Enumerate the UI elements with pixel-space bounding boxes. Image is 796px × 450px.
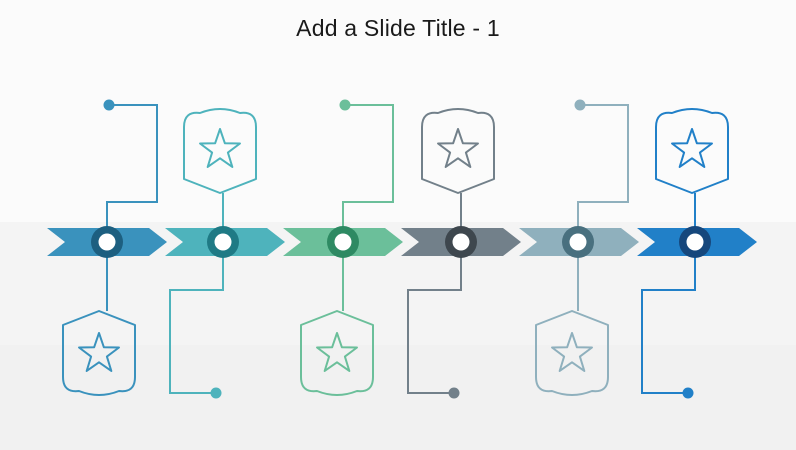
star-icon-step-3	[316, 332, 358, 372]
connector-step-1-top	[106, 104, 158, 242]
connector-step-6-bottom	[641, 242, 696, 394]
node-center-step-3	[334, 233, 352, 251]
dots-layer	[103, 99, 694, 399]
star-icon-step-5	[551, 332, 593, 372]
node-center-step-2	[214, 233, 232, 251]
node-center-step-5	[569, 233, 587, 251]
star-icon-step-1	[78, 332, 120, 372]
background-band-top	[0, 0, 796, 222]
chevrons-layer	[47, 228, 757, 256]
dot-icon-step-3	[339, 99, 351, 111]
nodes-layer	[91, 226, 711, 258]
badge-step-4[interactable]	[421, 108, 495, 194]
badge-step-2[interactable]	[183, 108, 257, 194]
dot-icon-step-1	[103, 99, 115, 111]
dot-icon-step-6	[682, 387, 694, 399]
dot-icon-step-5	[574, 99, 586, 111]
badges-layer	[62, 108, 729, 396]
background-band-bottom	[0, 345, 796, 450]
star-icon-step-4	[437, 128, 479, 168]
page-title: Add a Slide Title - 1	[296, 15, 500, 41]
badge-step-5[interactable]	[535, 310, 609, 396]
star-icon-step-6	[671, 128, 713, 168]
dot-icon-step-4	[448, 387, 460, 399]
connector-step-2-bottom	[169, 242, 224, 394]
badge-step-6[interactable]	[655, 108, 729, 194]
badge-step-3[interactable]	[300, 310, 374, 396]
node-center-step-6	[686, 233, 704, 251]
star-icon-step-2	[199, 128, 241, 168]
dot-icon-step-2	[210, 387, 222, 399]
connector-step-4-bottom	[407, 242, 462, 394]
node-center-step-1	[98, 233, 116, 251]
node-center-step-4	[452, 233, 470, 251]
badge-step-1[interactable]	[62, 310, 136, 396]
connector-step-3-top	[342, 104, 394, 242]
connector-step-5-top	[577, 104, 629, 242]
